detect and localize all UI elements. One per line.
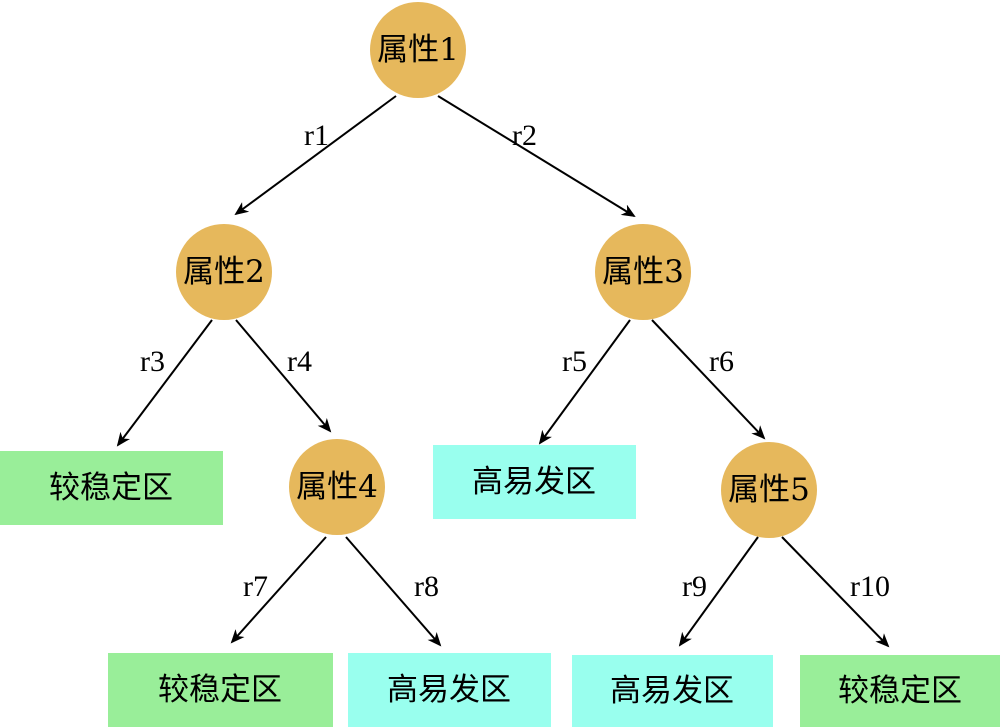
edge-label-r8: r8 (414, 570, 439, 603)
node-attribute-4-label: 属性4 (296, 469, 378, 505)
leaf-prone-zone-1[interactable]: 高易发区 (433, 445, 636, 519)
node-attribute-1-circle (370, 2, 466, 98)
edge-label-r2: r2 (512, 119, 537, 152)
leaf-stable-zone-1-box (0, 451, 223, 525)
edge-r5-line (538, 319, 631, 445)
leaf-prone-zone-3-box (572, 655, 773, 727)
edge-r1-line (234, 95, 397, 216)
leaf-stable-zone-3[interactable]: 较稳定区 (800, 655, 1000, 727)
node-attribute-2-label: 属性2 (183, 254, 265, 290)
node-attribute-5-label: 属性5 (728, 472, 810, 508)
leaf-stable-zone-2-label: 较稳定区 (158, 672, 282, 708)
edge-label-r1: r1 (304, 119, 329, 152)
edge-label-r10: r10 (850, 570, 890, 603)
leaf-stable-zone-1[interactable]: 较稳定区 (0, 451, 223, 525)
edge-r6-line (651, 319, 766, 440)
edge-label-r6: r6 (709, 345, 734, 378)
edge-r8-line (345, 536, 442, 647)
leaf-prone-zone-2-label: 高易发区 (387, 672, 511, 708)
leaf-stable-zone-3-label: 较稳定区 (838, 673, 962, 709)
edge-r3-line (116, 319, 213, 447)
node-attribute-3[interactable]: 属性3 (595, 224, 691, 320)
leaf-stable-zone-2-box (108, 653, 333, 727)
edge-label-r4: r4 (287, 345, 312, 378)
node-attribute-2[interactable]: 属性2 (176, 224, 272, 320)
attribute-nodes: 属性1 属性2 属性3 属性4 属性5 (176, 2, 817, 538)
edge-r7-line (230, 536, 327, 644)
edge-label-r5: r5 (562, 345, 587, 378)
leaf-stable-zone-2[interactable]: 较稳定区 (108, 653, 333, 727)
node-attribute-3-label: 属性3 (602, 254, 684, 290)
leaf-prone-zone-1-label: 高易发区 (472, 464, 596, 500)
node-attribute-4-circle (289, 439, 385, 535)
node-attribute-1-label: 属性1 (377, 32, 459, 68)
leaf-stable-zone-1-label: 较稳定区 (49, 470, 173, 506)
edges (116, 95, 890, 648)
edge-label-r7: r7 (243, 570, 268, 603)
leaf-prone-zone-3[interactable]: 高易发区 (572, 655, 773, 727)
leaf-nodes: 较稳定区 高易发区 较稳定区 高易发区 高易发区 较稳定区 (0, 445, 1000, 727)
edge-label-r9: r9 (682, 570, 707, 603)
leaf-prone-zone-1-box (433, 445, 636, 519)
node-attribute-1[interactable]: 属性1 (370, 2, 466, 98)
leaf-prone-zone-2-box (348, 653, 551, 727)
edge-label-r3: r3 (140, 345, 165, 378)
node-attribute-5-circle (721, 442, 817, 538)
node-attribute-5[interactable]: 属性5 (721, 442, 817, 538)
node-attribute-4[interactable]: 属性4 (289, 439, 385, 535)
edge-r10-line (781, 536, 890, 648)
node-attribute-3-circle (595, 224, 691, 320)
leaf-stable-zone-3-box (800, 655, 1000, 727)
edge-r4-line (235, 319, 332, 433)
edge-r2-line (437, 95, 636, 218)
leaf-prone-zone-2[interactable]: 高易发区 (348, 653, 551, 727)
leaf-prone-zone-3-label: 高易发区 (610, 673, 734, 709)
edge-r9-line (678, 536, 759, 647)
node-attribute-2-circle (176, 224, 272, 320)
edge-labels: r1 r2 r3 r4 r5 r6 r7 r8 r9 r10 (140, 119, 890, 603)
